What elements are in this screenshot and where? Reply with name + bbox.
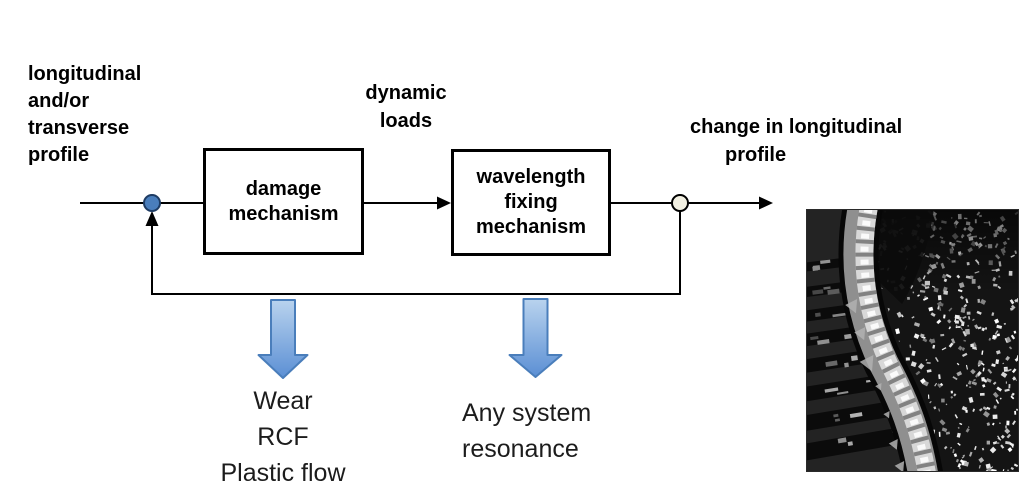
damage-to-wavelength-arrowhead <box>437 196 451 210</box>
resonance-note-line: Any system <box>462 399 592 427</box>
resonance-note: Any system resonance <box>462 395 591 467</box>
input-profile-label: longitudinal and/or transverse profile <box>28 61 141 169</box>
input-profile-label-line: longitudinal <box>28 63 142 85</box>
input-profile-label-line: profile <box>28 144 90 166</box>
damage-examples-line: Wear <box>253 387 313 415</box>
corrugated-rail-photo <box>806 209 1019 472</box>
damage-mechanism-box-line: damage <box>245 177 322 200</box>
dynamic-loads-label-line: dynamic <box>365 82 447 104</box>
output-profile-label-line: profile <box>725 144 787 166</box>
wavelength-block-arrow-icon <box>508 298 563 378</box>
corrugated-rail-photo-svg <box>806 209 1019 472</box>
wavelength-box-line: wavelength <box>476 166 586 188</box>
damage-examples-line: Plastic flow <box>220 459 346 487</box>
wavelength-fixing-mechanism-box: wavelength fixing mechanism <box>451 149 611 256</box>
dynamic-loads-label-line: loads <box>379 110 433 132</box>
rail-band <box>838 209 944 472</box>
input-profile-label-line: transverse <box>28 117 130 139</box>
damage-mechanism-box-line: mechanism <box>228 202 339 225</box>
output-branch-node <box>671 194 689 212</box>
resonance-note-line: resonance <box>462 435 579 463</box>
wavelength-box-line: fixing <box>504 191 558 213</box>
damage-examples-line: RCF <box>257 423 309 451</box>
damage-examples-note: Wear RCF Plastic flow <box>183 383 383 491</box>
damage-block-arrow-icon <box>257 299 309 379</box>
output-arrowhead <box>759 196 773 210</box>
damage-mechanism-box: damage mechanism <box>203 148 364 255</box>
input-profile-label-line: and/or <box>28 90 90 112</box>
rail-edge-highlights <box>845 299 905 472</box>
output-profile-label: change in longitudinal profile <box>690 113 902 169</box>
output-profile-label-line: change in longitudinal <box>690 116 903 138</box>
feedback-loop-line <box>151 206 681 295</box>
rail-photo-content <box>806 209 1019 472</box>
wavelength-box-line: mechanism <box>475 216 587 238</box>
dynamic-loads-label: dynamic loads <box>336 79 476 135</box>
feedback-arrowhead <box>145 211 159 226</box>
input-sum-node <box>143 194 161 212</box>
